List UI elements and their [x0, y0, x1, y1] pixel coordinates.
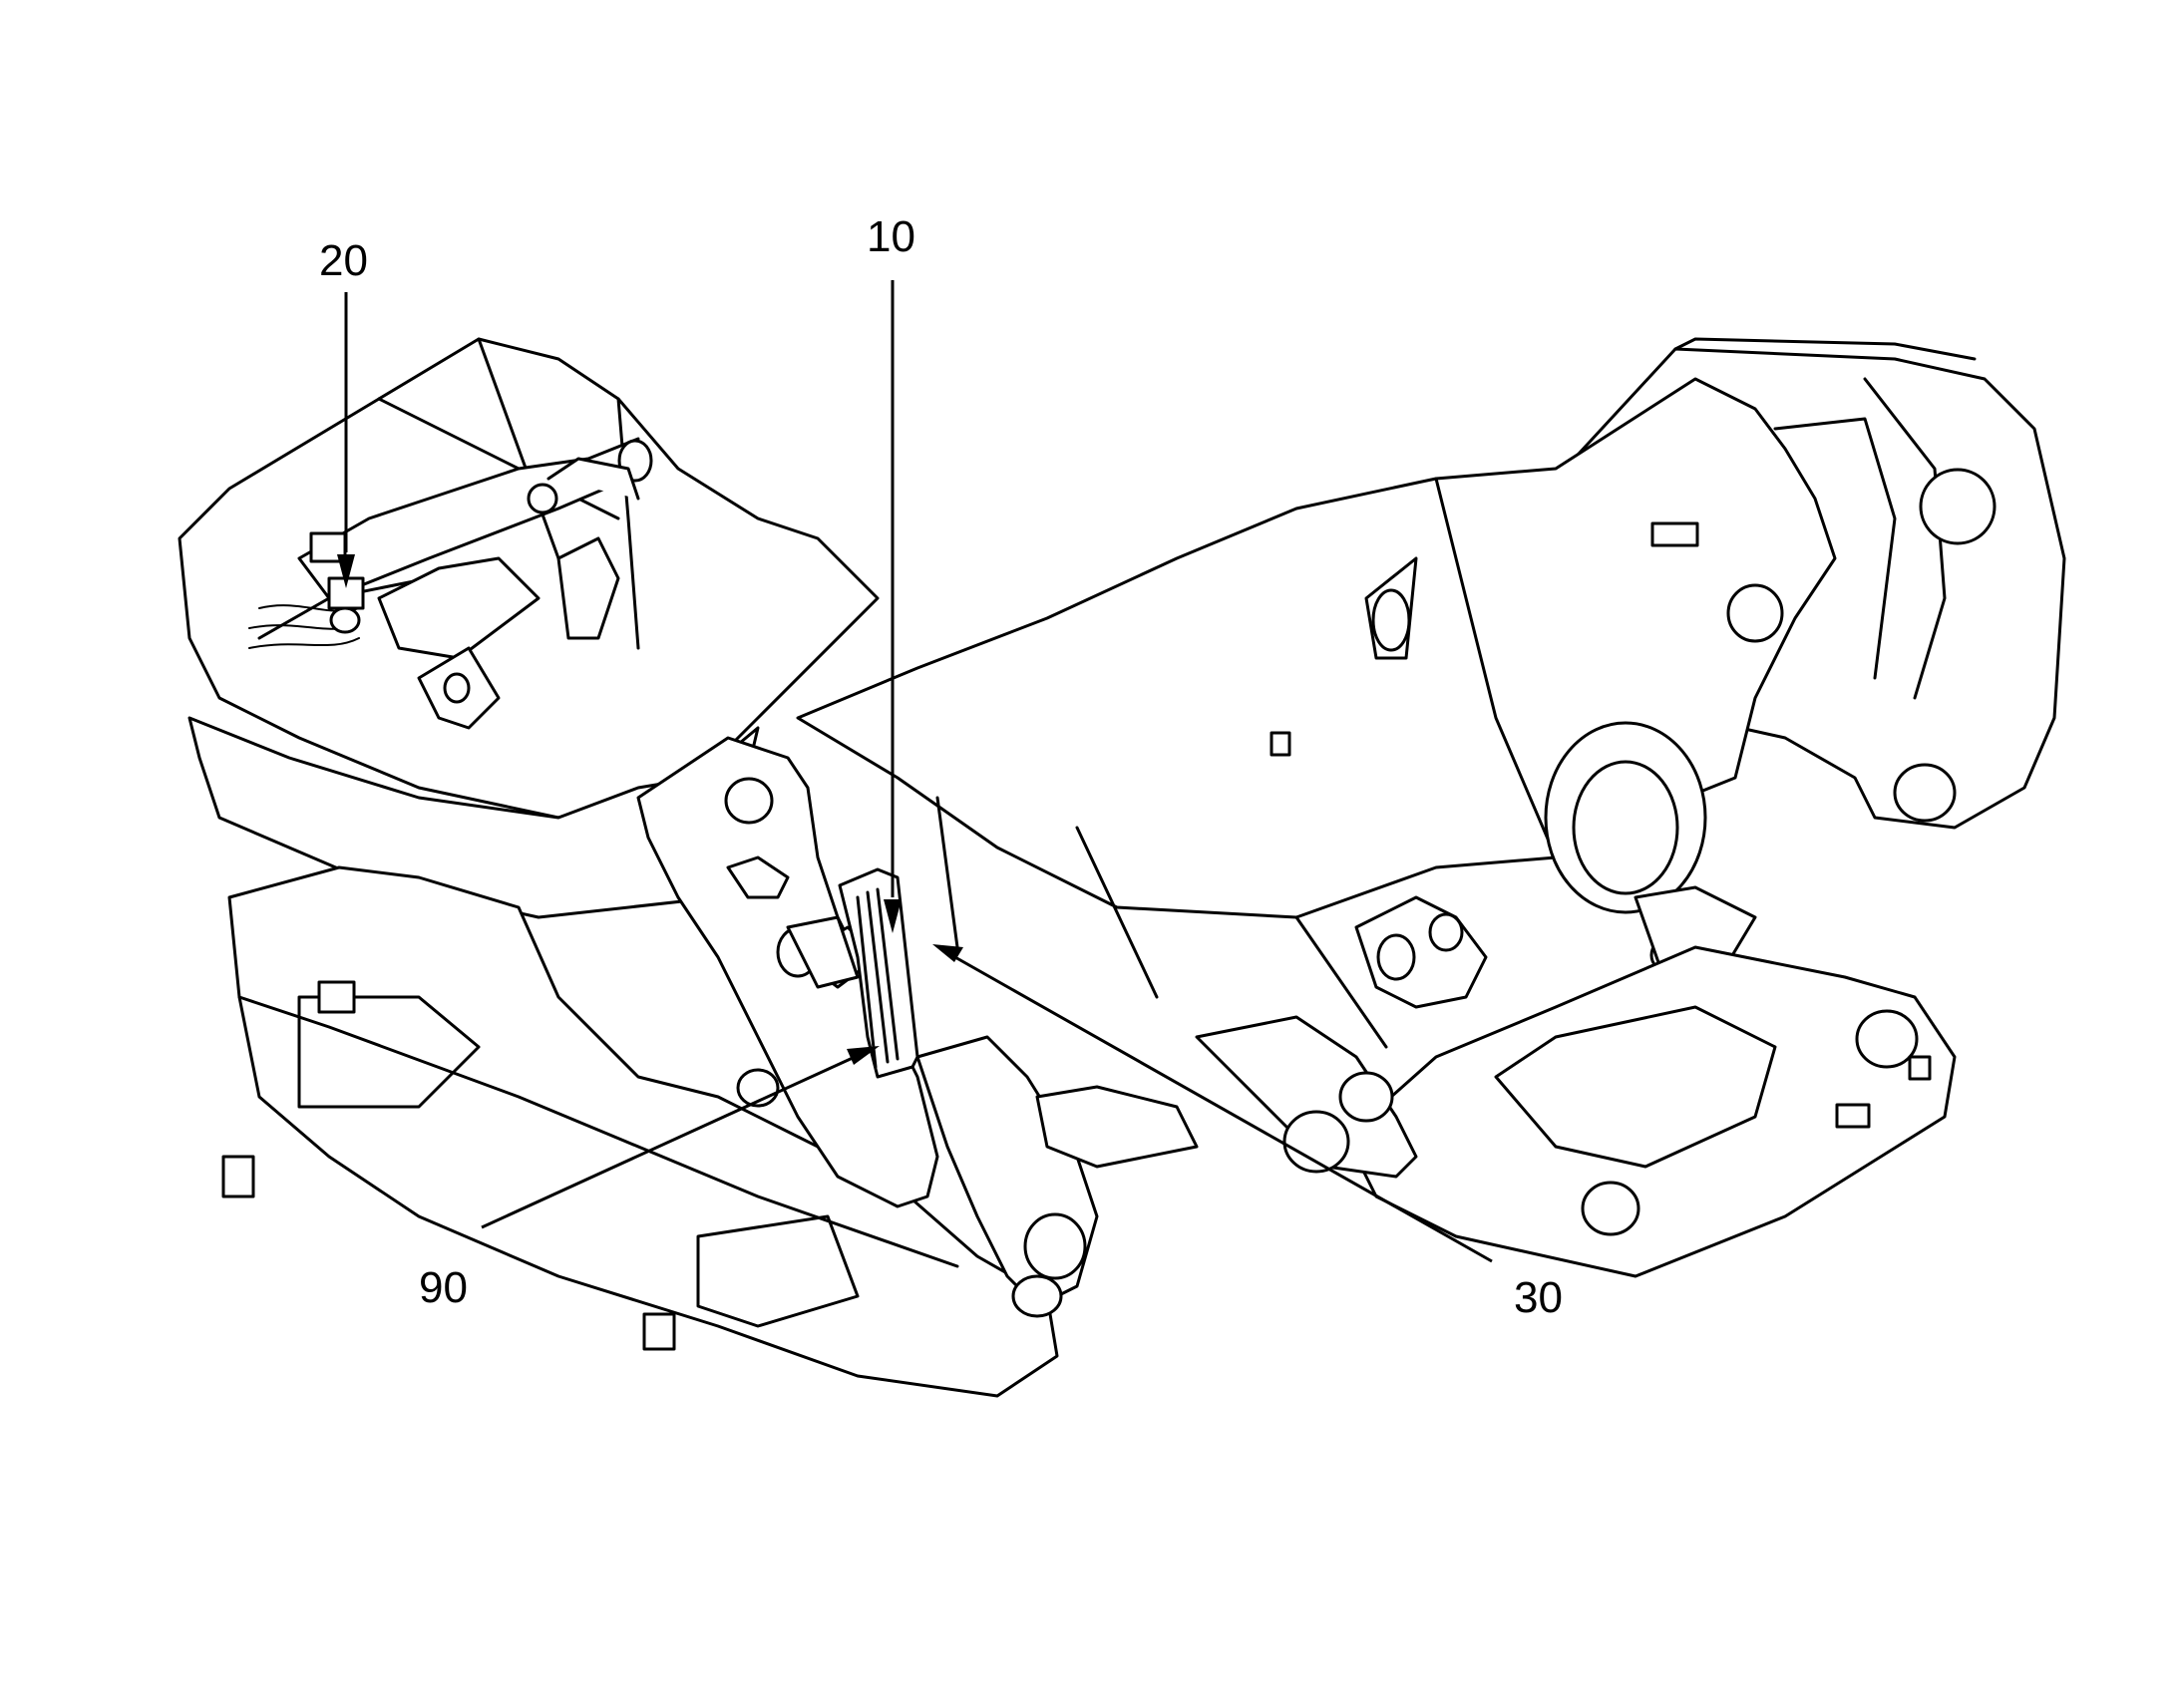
callout-labels: 20 10 30 90: [319, 212, 1563, 1322]
callout-30: 30: [1514, 1273, 1563, 1322]
linkage-arms: [915, 895, 1488, 1318]
leader-90: [481, 1056, 854, 1229]
left-frame: [178, 337, 880, 919]
boom-arm: [796, 377, 1837, 1049]
arrowhead-90: [847, 1046, 880, 1065]
callout-20: 20: [319, 236, 368, 285]
arrowhead-20: [337, 554, 355, 588]
callout-leaders: [337, 280, 1493, 1263]
shim-plate: [838, 867, 919, 1079]
right-chassis: [1344, 945, 1957, 1278]
arrowhead-10: [884, 899, 902, 933]
callout-10: 10: [867, 212, 915, 261]
arrowhead-30: [932, 944, 963, 962]
leader-30: [952, 954, 1493, 1263]
callout-90: 90: [419, 1263, 468, 1312]
front-bracket: [636, 736, 939, 1208]
